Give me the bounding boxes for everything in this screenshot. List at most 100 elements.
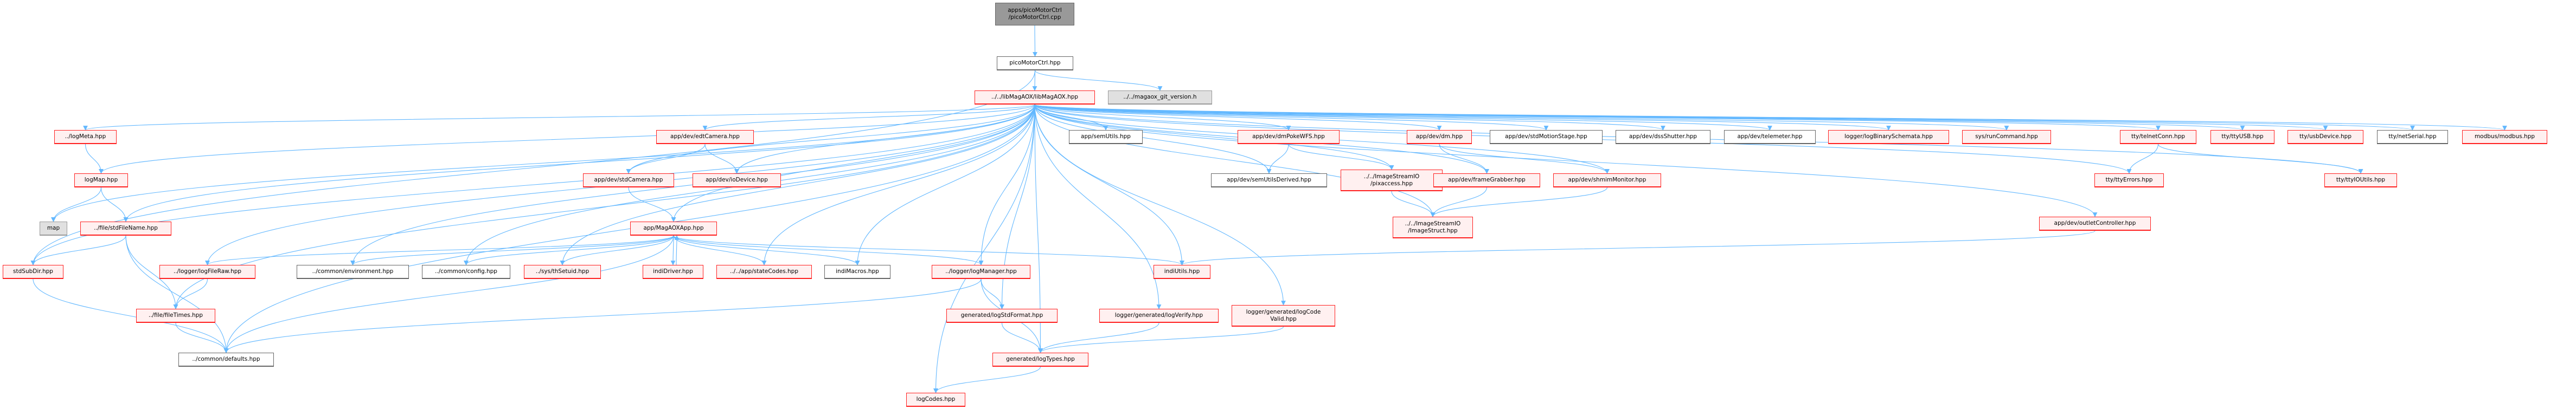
edge-logMap-to-stdFileName [100,187,129,222]
graph-node-indi-macros[interactable]: indiMacros.hpp [824,265,890,279]
graph-node-indi-driver[interactable]: indiDriver.hpp [643,265,703,279]
edge-lib-to-dssShutter [1034,104,1665,131]
edge-logStdFormat-to-logTypes [1001,322,1043,353]
edge-edtCamera-to-ioDevice [704,144,739,174]
edge-MagAOXApp-to-environment [350,235,674,265]
graph-node-sem-utils[interactable]: app/semUtils.hpp [1069,130,1143,144]
graph-node-net-serial[interactable]: tty/netSerial.hpp [2377,130,2448,144]
graph-node-telnet-conn[interactable]: tty/telnetConn.hpp [2120,130,2196,144]
graph-node-log-manager[interactable]: ../logger/logManager.hpp [932,265,1030,279]
edge-MagAOXApp-to-logManager [673,235,984,265]
graph-node-sem-utils-derived[interactable]: app/dev/semUtilsDerived.hpp [1211,173,1327,187]
graph-node-pixaccess[interactable]: ../../ImageStreamIO /pixaccess.hpp [1341,170,1443,191]
graph-node-log-map[interactable]: logMap.hpp [74,173,128,187]
graph-node-indi-utils[interactable]: indiUtils.hpp [1154,265,1210,279]
graph-node-std-camera[interactable]: app/dev/stdCamera.hpp [583,173,674,187]
graph-node-std-motion-stage[interactable]: app/dev/stdMotionStage.hpp [1490,130,1603,144]
edge-pmc-to-git [1034,70,1163,91]
edge-logManager-to-defaults [223,278,982,353]
graph-node-modbus[interactable]: modbus/modbus.hpp [2462,130,2547,144]
edge-lib-to-telemeter [1034,104,1772,131]
edge-MagAOXApp-to-indiUtils [673,235,1184,265]
edge-logCodeValid-to-logTypes [1038,326,1284,353]
graph-node-telemeter[interactable]: app/dev/telemeter.hpp [1724,130,1816,144]
graph-node-log-codes[interactable]: logCodes.hpp [906,393,965,407]
graph-node-environment[interactable]: ../common/environment.hpp [297,265,409,279]
edge-MagAOXApp-to-defaults [223,235,674,353]
graph-node-root[interactable]: apps/picoMotorCtrl /picoMotorCtrl.cpp [995,3,1074,25]
graph-node-log-file-raw[interactable]: ../logger/logFileRaw.hpp [159,265,255,279]
edge-lib-to-logMeta [83,104,1035,131]
graph-node-map[interactable]: map [40,222,67,236]
graph-node-io-device[interactable]: app/dev/ioDevice.hpp [693,173,781,187]
graph-node-log-meta[interactable]: ../logMeta.hpp [54,130,117,144]
graph-node-log-std-format[interactable]: generated/logStdFormat.hpp [946,309,1058,323]
graph-node-dm-poke-w-f-s[interactable]: app/dev/dmPokeWFS.hpp [1238,130,1340,144]
graph-node-dm[interactable]: app/dev/dm.hpp [1407,130,1472,144]
graph-node-th-setuid[interactable]: ../sys/thSetuid.hpp [524,265,601,279]
edge-lib-to-stdMotionStage [1034,104,1549,131]
edge-lib-to-stdSubDir [30,104,1035,265]
graph-node-state-codes[interactable]: ../../app/stateCodes.hpp [716,265,812,279]
edge-logVerify-to-logTypes [1038,322,1159,353]
edge-lib-to-outletController [1034,104,2098,217]
edge-lib-to-indiMacros [855,104,1035,265]
edge-MagAOXApp-to-thSetuid [560,235,674,265]
graph-node-shmim-monitor[interactable]: app/dev/shmimMonitor.hpp [1553,173,1661,187]
graph-node-log-code-valid[interactable]: logger/generated/logCode Valid.hpp [1232,305,1335,327]
edge-frameGrabber-to-ImageStruct [1430,187,1488,217]
edge-dm-to-frameGrabber [1439,144,1489,174]
edge-lib-to-ImageStruct [1034,104,1436,217]
edge-logMap-to-map [51,187,102,222]
graph-node-log-types[interactable]: generated/logTypes.hpp [992,353,1088,367]
graph-node-usb-device[interactable]: tty/usbDevice.hpp [2287,130,2363,144]
graph-node-frame-grabber[interactable]: app/dev/frameGrabber.hpp [1433,173,1540,187]
edge-telnetConn-to-ttyErrors [2126,144,2159,174]
edge-MagAOXApp-to-config [464,235,674,265]
edge-lib-to-stateCodes [761,104,1035,265]
graph-node-log-binary-schemata[interactable]: logger/logBinarySchemata.hpp [1828,130,1949,144]
graph-node-dss-shutter[interactable]: app/dev/dssShutter.hpp [1616,130,1710,144]
edge-lib-to-map [51,104,1035,222]
graph-node--image-struct[interactable]: ../../ImageStreamIO /ImageStruct.hpp [1393,217,1473,238]
edge-dmPokeWFS-to-semUtilsDerived [1266,144,1289,174]
edge-lib-to-logMap [99,104,1035,174]
graph-node-pmc[interactable]: picoMotorCtrl.hpp [997,56,1073,70]
graph-node-file-times[interactable]: ../file/fileTimes.hpp [136,309,215,323]
graph-node--mag-a-o-x-app[interactable]: app/MagAOXApp.hpp [630,222,717,236]
edge-pmc-to-stdSubDir [30,70,1036,265]
graph-node-config[interactable]: ../common/config.hpp [422,265,510,279]
graph-node-tty-i-o-utils[interactable]: tty/ttyIOUtils.hpp [2324,173,2397,187]
edge-lib-to-logManager [978,104,1035,265]
edge-logManager-to-logStdFormat [981,278,1004,309]
edge-logTypes-to-logCodes [933,366,1041,393]
graph-node-run-command[interactable]: sys/runCommand.hpp [1962,130,2051,144]
edge-lib-to-logCodeValid [1034,104,1286,306]
graph-node-git[interactable]: ../../magaox_git_version.h [1108,90,1212,105]
graph-node-outlet-controller[interactable]: app/dev/outletController.hpp [2039,217,2151,231]
edge-lib-to-logCodes [933,104,1035,393]
graph-node-tty-u-s-b[interactable]: tty/ttyUSB.hpp [2210,130,2274,144]
graph-node-defaults[interactable]: ../common/defaults.hpp [178,353,274,367]
edge-stdCamera-to-MagAOXApp [628,187,676,222]
edge-lib-to-telnetConn [1034,104,2161,131]
edge-shmimMonitor-to-ImageStruct [1430,187,1608,217]
graph-node-std-file-name[interactable]: ../file/stdFileName.hpp [80,222,171,236]
edge-logFileRaw-to-fileTimes [173,278,208,309]
edge-lib-to-logBinarySchemata [1034,104,1891,131]
edge-lib-to-ioDevice [734,104,1035,174]
edge-lib-to-logTypes [1034,104,1043,353]
graph-node-tty-errors[interactable]: tty/ttyErrors.hpp [2094,173,2164,187]
graph-node-log-verify[interactable]: logger/generated/logVerify.hpp [1099,309,1219,323]
edge-lib-to-indiUtils [1034,104,1184,265]
edge-stdFileName-to-defaults [125,235,229,353]
edge-lib-to-MagAOXApp [671,104,1035,222]
edge-MagAOXApp-to-logFileRaw [205,235,674,265]
edge-pixaccess-to-ImageStruct [1391,191,1436,217]
edge-MagAOXApp-to-indiMacros [673,235,860,265]
edge-dmPokeWFS-to-pixaccess [1288,144,1394,170]
edge-stdFileName-to-fileTimes [125,235,178,309]
graph-node-edt-camera[interactable]: app/dev/edtCamera.hpp [656,130,754,144]
graph-node-lib[interactable]: ../../libMagAOX/libMagAOX.hpp [975,90,1095,105]
graph-node-std-sub-dir[interactable]: stdSubDir.hpp [3,265,63,279]
